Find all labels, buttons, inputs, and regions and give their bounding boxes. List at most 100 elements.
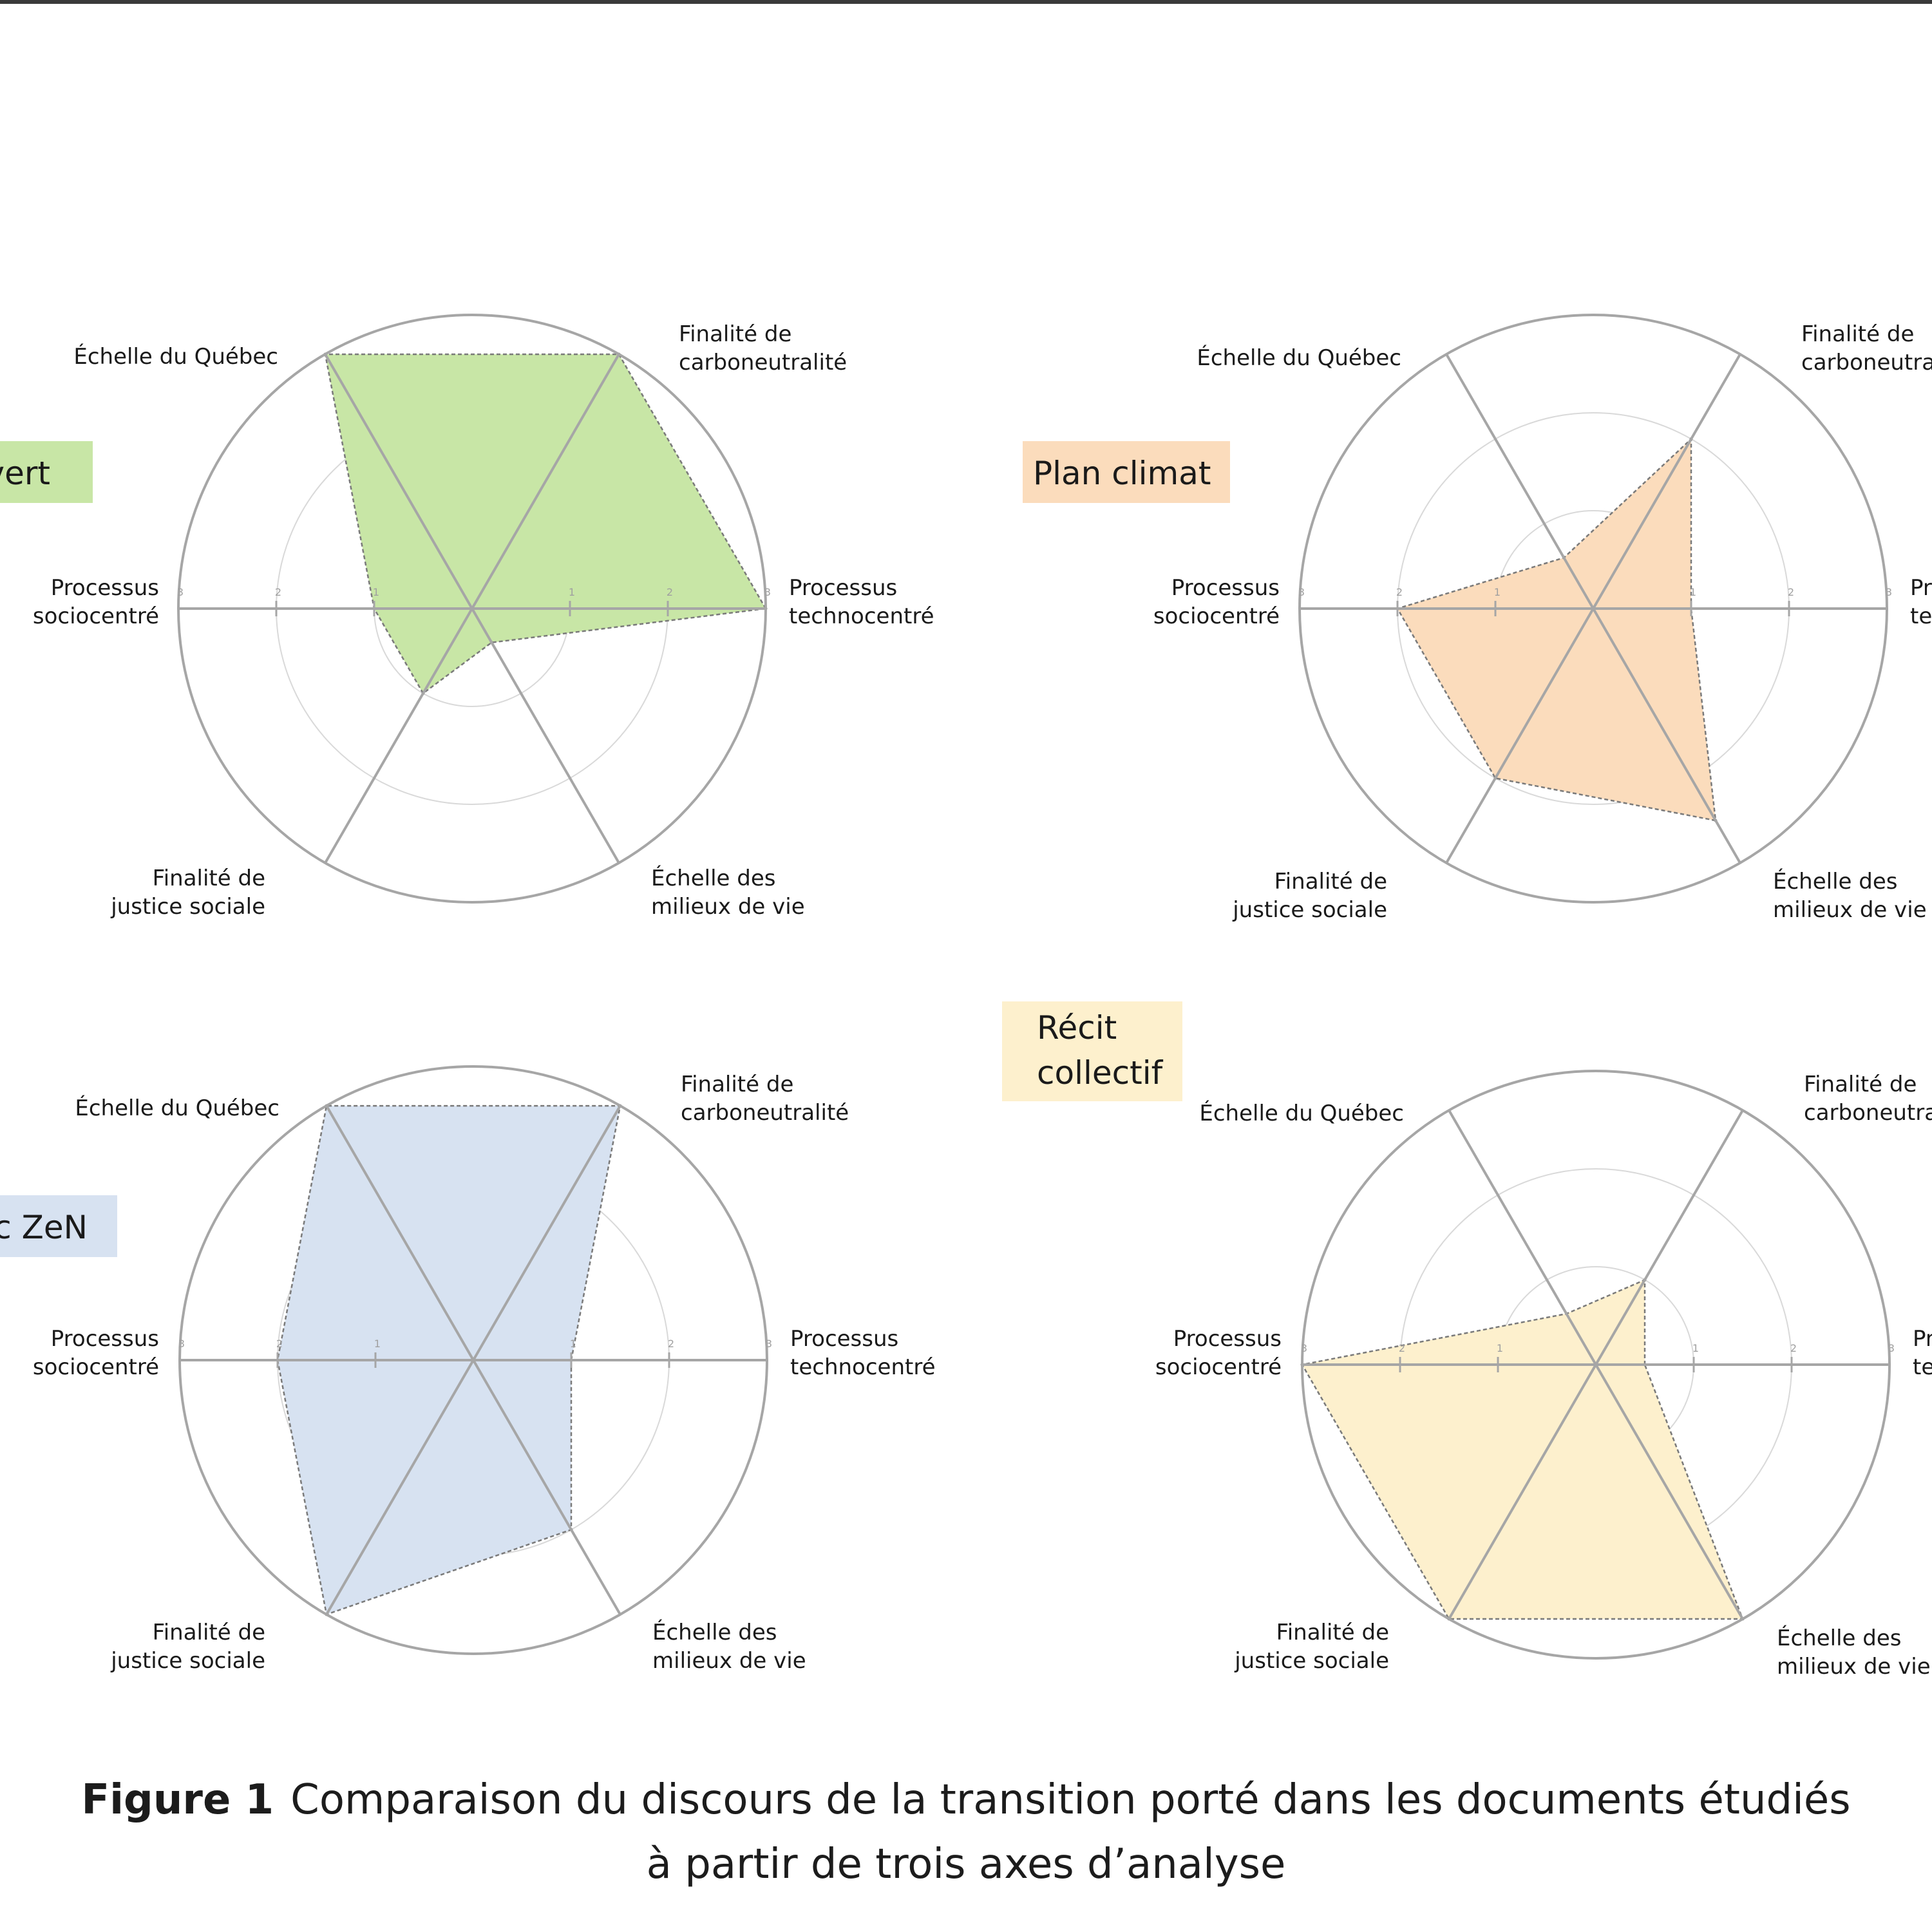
data-polygon <box>1396 437 1717 822</box>
tick-label-1: 3 <box>1298 586 1305 598</box>
axis-label-line: Échelle des <box>652 1619 777 1645</box>
axis-label-line: Processus <box>790 1326 898 1352</box>
axis-label-line: Finalité de <box>153 866 265 891</box>
tick-label-2: 2 <box>276 1338 283 1350</box>
axis-label-line: carboneutral <box>1804 1100 1932 1126</box>
tick-label-2: 2 <box>1396 586 1403 598</box>
axis-label-line: carboneutrali <box>1801 350 1932 375</box>
axis-label-line: milieux de vie <box>652 1648 806 1674</box>
axis-label-line: Pr <box>1913 1326 1932 1352</box>
axis-label-line: technocentré <box>789 603 934 629</box>
axis-label-6: Échelle des milieux de vie <box>1777 1625 1931 1680</box>
axis-label-line: carboneutralité <box>679 350 847 375</box>
axis-label-line: Échelle du Québec <box>1199 1100 1404 1126</box>
axis-label-5: Finalité de justice sociale <box>1234 1620 1389 1674</box>
axis-label-3: Échelle du Québec <box>1199 1100 1404 1126</box>
axis-spoke-5 <box>1448 1363 1597 1620</box>
tick-label-3: 1 <box>1497 1342 1503 1354</box>
axis-label-line: Échelle du Québec <box>1197 345 1401 371</box>
axis-label-line: Processus <box>789 575 897 601</box>
axis-label-line: Processus <box>1171 575 1280 601</box>
doc-label-line: ec ZeN <box>0 1209 88 1246</box>
tick-label-6: 3 <box>764 586 771 598</box>
axis-label-line: sociocentré <box>1153 603 1280 629</box>
doc-label: Plan climat <box>1033 455 1211 492</box>
axis-label-line: Échelle du Québec <box>73 343 278 370</box>
axis-label-line: milieux de vie <box>651 894 805 920</box>
caption-figure-label: Figure 1 <box>81 1776 274 1824</box>
axis-spoke-6 <box>472 1359 621 1615</box>
axis-label-line: justice sociale <box>110 1648 265 1674</box>
axis-spoke-6 <box>1592 607 1741 864</box>
axis-label-line: Processus <box>51 575 159 601</box>
axis-label-line: technocentré <box>790 1354 935 1380</box>
axis-label-line: Échelle des <box>1777 1625 1901 1651</box>
tick-label-3: 1 <box>1494 586 1501 598</box>
doc-label: vert <box>0 455 50 492</box>
axis-label-6: Échelle des milieux de vie <box>652 1619 806 1674</box>
axis-label-line: Finalité de <box>1804 1072 1917 1097</box>
axis-spoke-3 <box>324 354 473 610</box>
axis-label-line: Finalité de <box>1276 1620 1389 1645</box>
axis-label-line: Échelle du Québec <box>75 1095 279 1121</box>
axis-spoke-5 <box>325 1359 475 1615</box>
tick-label-4: 1 <box>1692 1342 1699 1354</box>
tick-label-6: 3 <box>1886 586 1892 598</box>
top-rule <box>0 0 1932 4</box>
axis-spoke-3 <box>1448 1110 1597 1366</box>
axis-label-line: Finalité de <box>1274 869 1387 895</box>
data-polygon <box>324 353 768 695</box>
axis-label-6: Échelle des milieux de vie <box>651 865 805 920</box>
axis-label-line: justice sociale <box>1234 1648 1389 1674</box>
axis-label-line: milieux de vie <box>1777 1654 1931 1680</box>
tick-label-5: 2 <box>668 1338 674 1350</box>
axis-label-line: te <box>1910 603 1932 629</box>
tick-label-1: 3 <box>178 1338 185 1350</box>
axis-spoke-3 <box>325 1105 475 1361</box>
tick-label-6: 3 <box>766 1338 772 1350</box>
tick-label-5: 2 <box>1788 586 1794 598</box>
axis-label-2: Finalité de carboneutral <box>1804 1072 1932 1126</box>
axis-spoke-2 <box>1592 354 1741 610</box>
tick-label-2: 2 <box>275 586 281 598</box>
axis-label-3: Échelle du Québec <box>73 343 278 370</box>
axis-label-line: Pr <box>1910 575 1932 601</box>
axis-label-line: Finalité de <box>681 1072 793 1097</box>
tick-label-1: 3 <box>1301 1342 1307 1354</box>
doc-label-box <box>0 441 93 503</box>
axis-label-line: Processus <box>1173 1326 1282 1352</box>
doc-label-line: vert <box>0 455 50 492</box>
axis-label-line: Échelle des <box>1773 868 1897 895</box>
axis-spoke-2 <box>471 354 620 610</box>
caption-line-2: à partir de trois axes d’analyse <box>646 1841 1286 1888</box>
axis-label-line: Échelle des <box>651 865 775 891</box>
doc-label: ec ZeN <box>0 1209 88 1246</box>
axis-label-2: Finalité de carboneutralité <box>679 321 847 375</box>
axis-label-3: Échelle du Québec <box>75 1095 279 1121</box>
axis-spoke-5 <box>324 607 473 864</box>
axis-label-line: Finalité de <box>679 321 791 347</box>
data-polygon <box>1301 1278 1744 1620</box>
axis-label-line: milieux de vie <box>1773 897 1927 923</box>
tick-label-6: 3 <box>1888 1342 1895 1354</box>
tick-label-5: 2 <box>1790 1342 1797 1354</box>
doc-label-line: collectif <box>1037 1054 1164 1092</box>
